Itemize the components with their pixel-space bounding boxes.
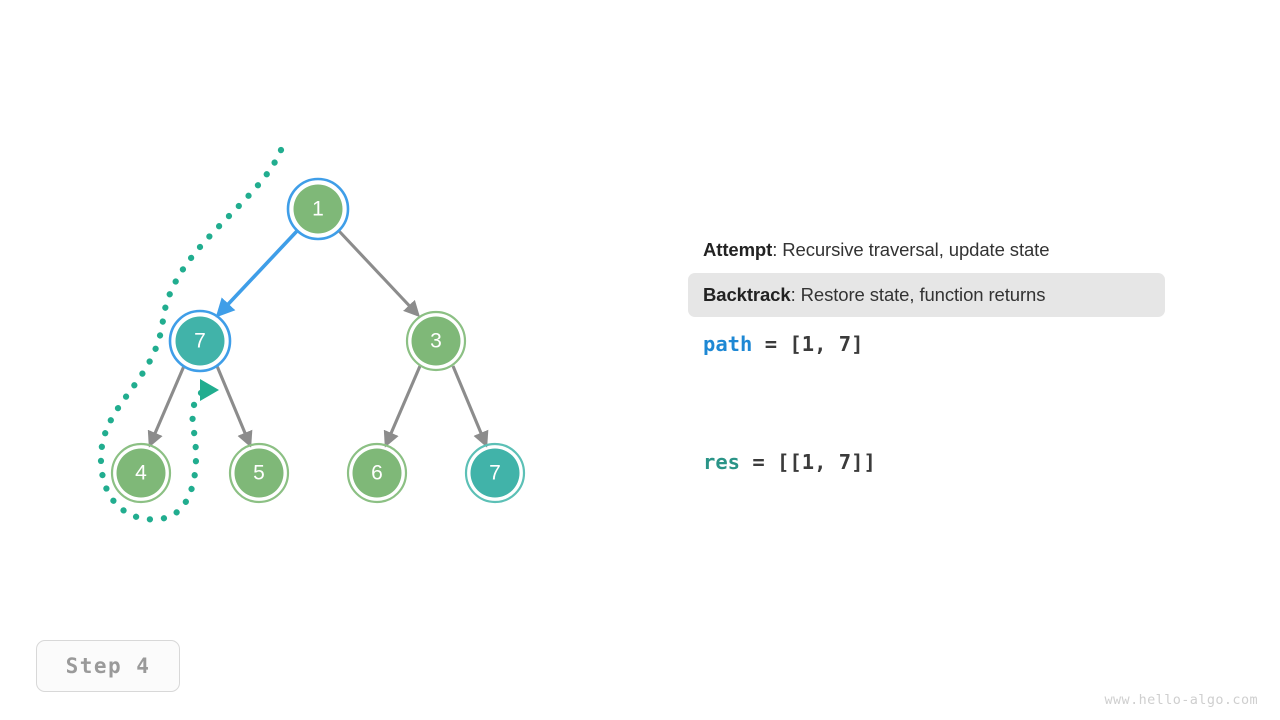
watermark: www.hello-algo.com (1104, 692, 1258, 708)
legend-row-backtrack: Backtrack: Restore state, function retur… (688, 272, 1165, 318)
code-var-res: res (703, 450, 741, 474)
tree-node-6-label: 6 (371, 462, 383, 485)
tree-node-7-right[interactable]: 7 (464, 442, 526, 504)
tree-node-3[interactable]: 3 (405, 310, 467, 372)
tree-edges (147, 229, 489, 448)
tree-node-4-label: 4 (135, 462, 147, 485)
backtrack-dotted-path (97, 146, 285, 523)
code-var-path: path (703, 332, 753, 356)
tree-node-7-right-label: 7 (489, 462, 501, 485)
legend-text-attempt: : Recursive traversal, update state (772, 239, 1050, 260)
traversal-cursor-icon (200, 379, 219, 401)
code-expr-res: = [[1, 7]] (740, 450, 876, 474)
legend-line-backtrack: Backtrack: Restore state, function retur… (703, 273, 1150, 318)
legend-lead-attempt: Attempt (703, 239, 773, 260)
edge-3-to-7right (451, 365, 489, 448)
tree-node-1-label: 1 (312, 198, 324, 221)
tree-node-6-ring (346, 442, 408, 504)
tree-node-7-right-ring (464, 442, 526, 504)
edge-1-to-3 (337, 229, 420, 318)
step-badge-label: Step 4 (65, 654, 151, 678)
tree-node-4-body (116, 448, 166, 498)
tree-node-7-left-ring (168, 309, 232, 373)
tree-node-3-body (411, 316, 461, 366)
legend-text-backtrack: : Restore state, function returns (790, 283, 1046, 305)
code-expr-path: = [1, 7] (752, 332, 864, 356)
code-line-res: res = [[1, 7]] (703, 450, 876, 474)
tree-nodes: 1 7 3 4 5 6 (110, 177, 526, 504)
code-line-path: path = [1, 7] (703, 332, 863, 356)
tree-node-5-label: 5 (253, 462, 265, 485)
tree-node-6[interactable]: 6 (346, 442, 408, 504)
tree-node-1[interactable]: 1 (286, 177, 350, 241)
tree-node-7-left[interactable]: 7 (168, 309, 232, 373)
tree-node-7-left-label: 7 (194, 330, 206, 353)
tree-node-4[interactable]: 4 (110, 442, 172, 504)
legend-row-attempt: Attempt: Recursive traversal, update sta… (703, 228, 1183, 273)
edge-7left-to-5 (215, 365, 253, 448)
tree-node-4-ring (110, 442, 172, 504)
edge-3-to-6 (383, 365, 422, 448)
legend-line-attempt: Attempt: Recursive traversal, update sta… (703, 228, 1183, 273)
tree-node-5-ring (228, 442, 290, 504)
tree-node-1-ring (286, 177, 350, 241)
legend-lead-backtrack: Backtrack (703, 283, 791, 305)
edge-7left-to-4 (147, 365, 186, 448)
tree-node-7-left-body (175, 316, 225, 366)
tree-node-3-label: 3 (430, 330, 442, 353)
tree-node-1-body (293, 184, 343, 234)
explanation-panel: Attempt: Recursive traversal, update sta… (688, 228, 1183, 317)
tree-node-6-body (352, 448, 402, 498)
backtrack-path-group (97, 146, 285, 523)
step-badge: Step 4 (36, 640, 180, 692)
edge-1-to-7left (215, 229, 299, 318)
tree-node-5[interactable]: 5 (228, 442, 290, 504)
tree-node-3-ring (405, 310, 467, 372)
tree-node-5-body (234, 448, 284, 498)
tree-node-7-right-body (470, 448, 520, 498)
